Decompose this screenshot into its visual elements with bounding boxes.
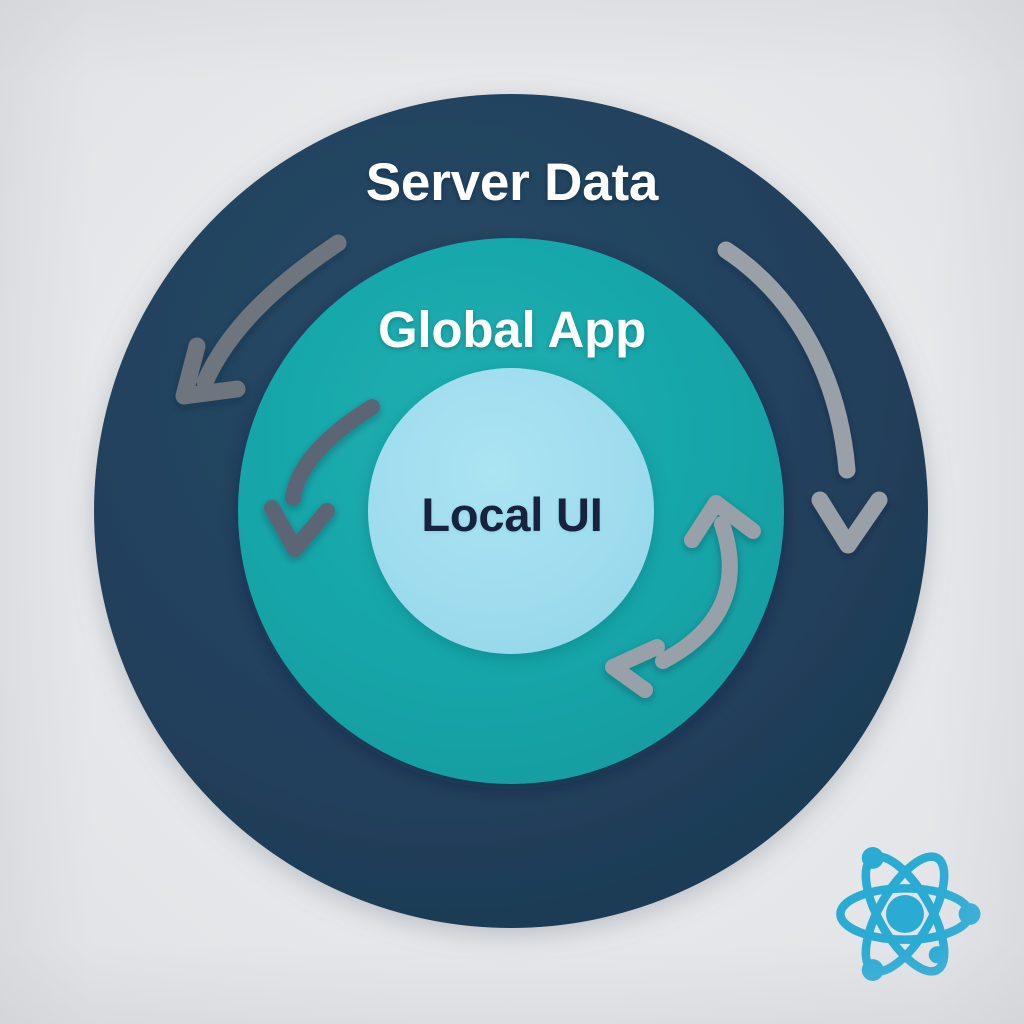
ring-label-server-data: Server Data [365, 153, 659, 212]
atom-nucleus [886, 895, 924, 933]
atom-electrons [861, 847, 981, 981]
ring-local-ui[interactable] [368, 368, 654, 654]
atom-icon [836, 847, 981, 981]
inner-left-arrow [264, 399, 380, 557]
outer-right-arrow [717, 241, 888, 554]
inner-right-arrow [605, 495, 761, 698]
ring-label-local-ui: Local UI [421, 488, 603, 541]
ring-label-global-app: Global App [377, 301, 647, 358]
outer-left-arrow [175, 234, 347, 405]
